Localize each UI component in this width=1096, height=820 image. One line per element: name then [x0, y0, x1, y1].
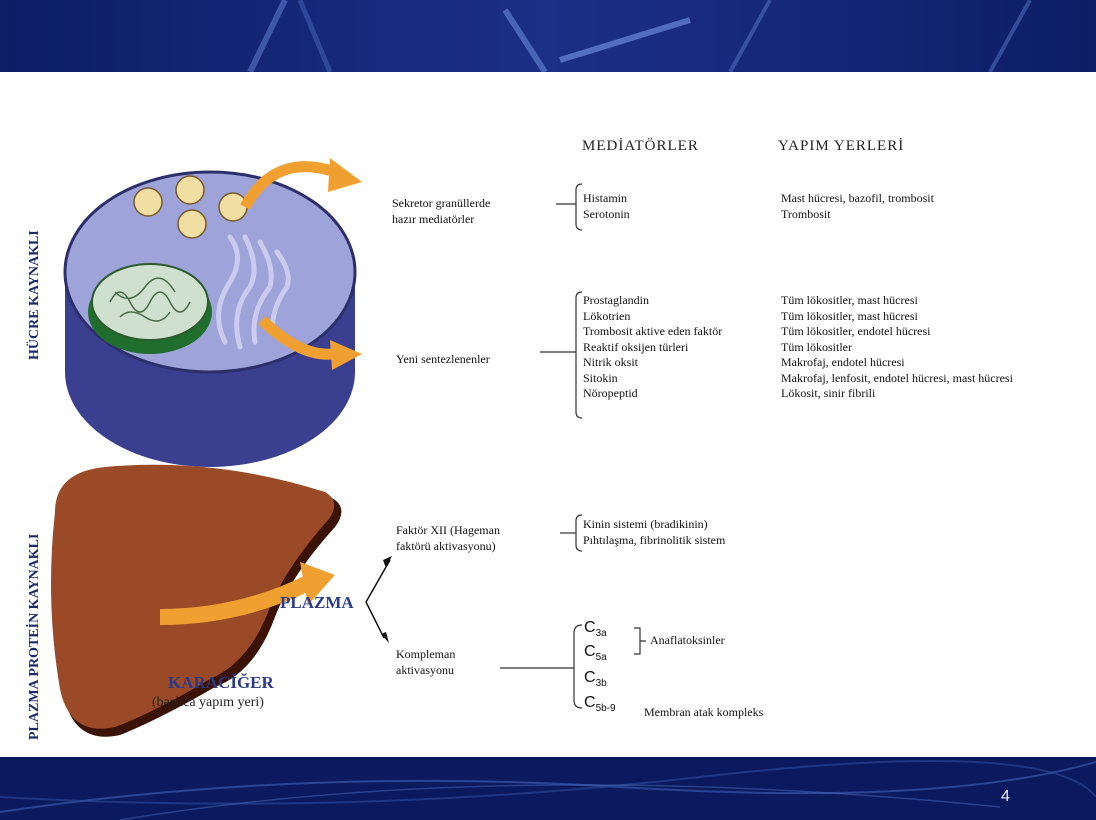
list-item: Trombosit aktive eden faktör — [583, 325, 722, 341]
list-item: Tüm lökositler, mast hücresi — [781, 310, 1013, 326]
header-band — [0, 0, 1096, 72]
component-base: C — [584, 694, 596, 711]
label-complement-line1: Kompleman — [396, 648, 455, 660]
factor-xii-list: Kinin sistemi (bradikinin) Pıhtılaşma, f… — [583, 518, 725, 549]
footer-band — [0, 757, 1096, 820]
list-item: Lökosit, sinir fibrili — [781, 387, 1013, 403]
label-plasma: PLAZMA — [280, 594, 354, 611]
header-sites: YAPIM YERLERİ — [778, 139, 904, 154]
arrow-to-synthesized — [330, 340, 362, 370]
list-item: Lökotrien — [583, 310, 722, 326]
component-base: C — [584, 643, 596, 660]
component-sub: 3a — [596, 628, 607, 639]
list-item: Histamin — [583, 192, 630, 208]
list-item: Tüm lökositler, mast hücresi — [781, 294, 1013, 310]
component-sub: 3b — [596, 678, 607, 689]
label-synthesized: Yeni sentezlenenler — [396, 353, 490, 365]
preformed-site-list: Mast hücresi, bazofil, trombosit Trombos… — [781, 192, 934, 223]
complement-c5a: C5a — [584, 643, 607, 663]
complement-c5b-9: C5b-9 — [584, 694, 616, 714]
list-item: Serotonin — [583, 208, 630, 224]
component-sub: 5a — [596, 652, 607, 663]
component-sub: 5b-9 — [596, 703, 616, 714]
label-preformed-line2: hazır mediatörler — [392, 213, 474, 225]
list-item: Makrofaj, lenfosit, endotel hücresi, mas… — [781, 372, 1013, 388]
list-item: Tüm lökositler — [781, 341, 1013, 357]
connector-lines — [0, 72, 1096, 757]
label-mac: Membran atak kompleks — [644, 706, 763, 718]
label-liver: KARACİĞER — [168, 674, 274, 691]
list-item: Makrofaj, endotel hücresi — [781, 356, 1013, 372]
list-item: Trombosit — [781, 208, 934, 224]
list-item: Sitokin — [583, 372, 722, 388]
label-complement-line2: aktivasyonu — [396, 664, 454, 676]
list-item: Mast hücresi, bazofil, trombosit — [781, 192, 934, 208]
mediator-diagram: HÜCRE KAYNAKLI PLAZMA PROTEİN KAYNAKLI — [0, 72, 1096, 757]
label-anaphylatoxins: Anaflatoksinler — [650, 634, 725, 646]
list-item: Kinin sistemi (bradikinin) — [583, 518, 725, 534]
list-item: Tüm lökositler, endotel hücresi — [781, 325, 1013, 341]
slide-number: 4 — [1001, 788, 1010, 806]
header-mediators: MEDİATÖRLER — [582, 139, 699, 154]
list-item: Nitrik oksit — [583, 356, 722, 372]
label-factor-xii-line1: Faktör XII (Hageman — [396, 524, 500, 536]
label-preformed-line1: Sekretor granüllerde — [392, 197, 490, 209]
complement-c3a: C3a — [584, 619, 607, 639]
complement-c3b: C3b — [584, 669, 607, 689]
arrow-to-preformed — [328, 158, 362, 192]
list-item: Nöropeptid — [583, 387, 722, 403]
header-band-decoration — [0, 0, 1096, 72]
list-item: Reaktif oksijen türleri — [583, 341, 722, 357]
synthesized-mediator-list: Prostaglandin Lökotrien Trombosit aktive… — [583, 294, 722, 403]
footer-band-decoration — [0, 757, 1096, 820]
component-base: C — [584, 619, 596, 636]
synthesized-site-list: Tüm lökositler, mast hücresi Tüm lökosit… — [781, 294, 1013, 403]
label-liver-sub: (başlıca yapım yeri) — [152, 696, 264, 710]
list-item: Prostaglandin — [583, 294, 722, 310]
label-factor-xii-line2: faktörü aktivasyonu) — [396, 540, 496, 552]
list-item: Pıhtılaşma, fibrinolitik sistem — [583, 534, 725, 550]
preformed-mediator-list: Histamin Serotonin — [583, 192, 630, 223]
component-base: C — [584, 669, 596, 686]
